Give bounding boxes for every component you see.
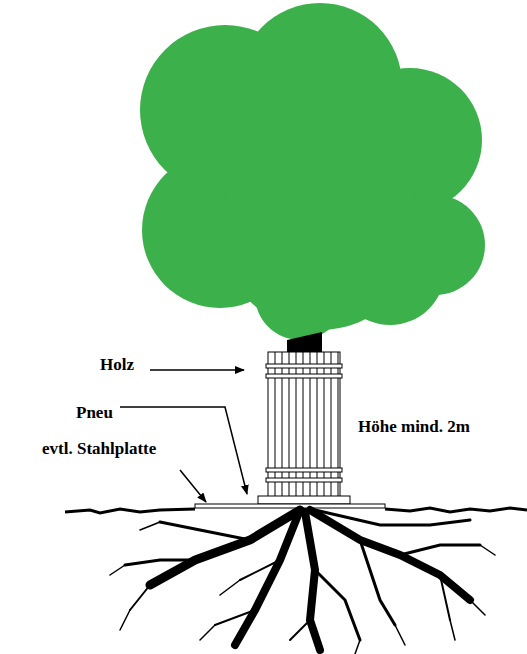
steel-plate bbox=[195, 504, 385, 508]
part-label: evtl. Stahlplatte bbox=[42, 440, 156, 459]
tire bbox=[258, 496, 350, 504]
leader-lines bbox=[120, 370, 247, 502]
part-label: Holz bbox=[100, 356, 134, 375]
tree-crown bbox=[140, 3, 485, 340]
roots bbox=[110, 510, 495, 654]
wood-protection bbox=[266, 352, 342, 498]
part-label: Pneu bbox=[76, 404, 113, 423]
part-label: Höhe mind. 2m bbox=[358, 418, 470, 437]
